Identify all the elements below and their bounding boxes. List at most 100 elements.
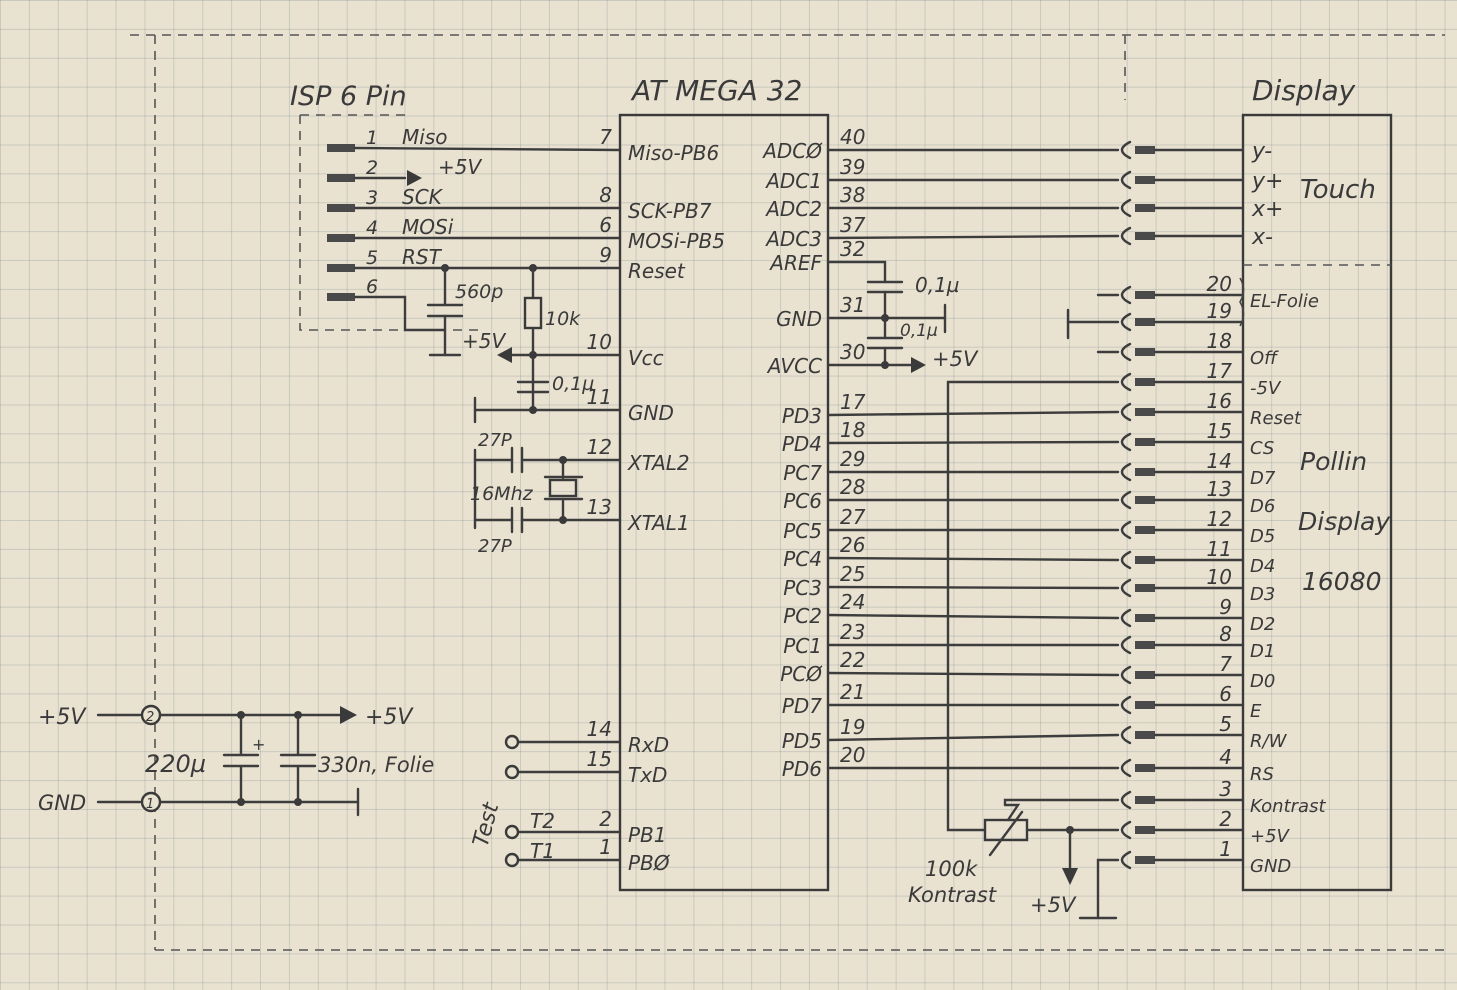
mcu-right-pin-number: 18 <box>840 418 865 442</box>
pot-100k <box>983 818 1029 842</box>
connector-contact <box>1120 550 1132 570</box>
mcu-right-pin-number: 39 <box>840 155 865 179</box>
isp-pin-3 <box>327 204 355 212</box>
test-point-txd <box>504 764 520 780</box>
connector-contact <box>1120 226 1132 246</box>
display-pin-number: 13 <box>1207 477 1232 501</box>
mcu-left-pin-number: 12 <box>587 435 612 459</box>
c-reset-label: 560p <box>455 281 503 303</box>
supply-arrow-icon <box>407 170 422 186</box>
connector-pin <box>1135 556 1155 564</box>
elko-plus-mark: + <box>252 735 265 754</box>
mcu-left-pin-number: 10 <box>587 330 612 354</box>
mcu-left-pin-number: 15 <box>587 747 612 771</box>
isp-pin-number: 2 <box>366 157 378 179</box>
display-pin-label: D2 <box>1250 614 1275 635</box>
connector-pin <box>1135 826 1155 834</box>
mcu-right-pin-label: PC4 <box>783 547 822 571</box>
mcu-right-pin-number: 19 <box>840 715 865 739</box>
mcu-right-pin-number: 31 <box>840 293 865 317</box>
touch-pin-label: y- <box>1251 139 1272 164</box>
atmega32-chip: AT MEGA 32 7Miso-PB68SCK-PB76MOSi-PB59Re… <box>516 74 866 892</box>
display-pin-number: 2 <box>1219 807 1232 831</box>
signal-wire <box>826 733 1120 742</box>
mcu-right-pin-label: AREF <box>768 251 822 275</box>
display-pin-label: RS <box>1250 764 1274 785</box>
isp-pin-number: 1 <box>366 127 378 149</box>
mcu-left-pins: 7Miso-PB68SCK-PB76MOSi-PB59Reset10Vcc11G… <box>516 125 725 875</box>
mcu-right-pin-label: PD7 <box>782 694 822 718</box>
display-pin-label: R/W <box>1250 731 1288 752</box>
mcu-left-pin-label: MOSi-PB5 <box>628 229 725 253</box>
junction-dot <box>529 351 537 359</box>
isp-pin-5 <box>327 264 355 272</box>
c-xtal-top-label: 27P <box>478 430 512 451</box>
display-pin-number: 16 <box>1207 389 1232 413</box>
mcu-right-pin-number: 40 <box>840 125 865 149</box>
mcu-right-pin-label: PCØ <box>780 662 823 686</box>
connector-contact <box>1120 520 1132 540</box>
mcu-left-pin-label: Vcc <box>628 346 664 370</box>
display-pin-number: 17 <box>1207 359 1233 383</box>
mcu-right-pin-number: 37 <box>840 213 866 237</box>
mcu-title: AT MEGA 32 <box>630 74 802 107</box>
mcu-right-pin-number: 24 <box>840 590 865 614</box>
display-pin-number: 20 <box>1207 272 1232 296</box>
connector-pin <box>1135 526 1155 534</box>
connector-contact <box>1120 820 1132 840</box>
isp-pin-2 <box>327 174 355 182</box>
mcu-right-pin-label: PC2 <box>783 604 822 628</box>
connector-pin <box>1135 641 1155 649</box>
connector-pin <box>1135 796 1155 804</box>
touch-pin-label: x- <box>1251 225 1273 250</box>
mcu-left-pin-label: Reset <box>628 259 686 283</box>
connector-contact <box>1120 725 1132 745</box>
isp-pin-label: SCK <box>402 185 444 209</box>
display-title: Display <box>1252 74 1356 107</box>
isp-pin-4 <box>327 234 355 242</box>
display-pin-number: 14 <box>1207 449 1232 473</box>
mcu-right-pin-number: 32 <box>840 237 865 261</box>
display-pins: 20EL-Folie1918Off17-5V16Reset15CS14D713D… <box>1207 272 1327 877</box>
connector-pin <box>1135 468 1155 476</box>
display-pin-number: 18 <box>1207 329 1232 353</box>
pot-name-label: Kontrast <box>908 883 997 907</box>
mcu-left-pin-label: PB1 <box>628 823 667 847</box>
mcu-right-pin-label: PD6 <box>782 757 822 781</box>
connector-contact <box>1120 608 1132 628</box>
mcu-right-pin-number: 30 <box>840 340 865 364</box>
display-pin-number: 19 <box>1207 299 1232 323</box>
mcu-left-pin-number: 7 <box>599 125 612 149</box>
display-pin-label: D7 <box>1250 468 1276 489</box>
r-reset-label: 10k <box>545 308 581 330</box>
connector-pin <box>1135 378 1155 386</box>
c-folie-label: 330n, Folie <box>318 753 434 777</box>
mcu-right-pin-label: PD4 <box>782 432 822 456</box>
connector-pin <box>1135 318 1155 326</box>
frame-border <box>130 34 1445 951</box>
connector-contact <box>1120 432 1132 452</box>
connector-pin <box>1135 496 1155 504</box>
mcu-left-pin-label: RxD <box>628 733 669 757</box>
power-input: +5V GND 2 1 +5V + 220µ 330n, Folie <box>38 704 434 817</box>
pot-supply-label: +5V <box>1030 893 1077 917</box>
aref-avcc-circuit: 0,1µ 0,1µ +5V <box>826 260 979 373</box>
display-pin-number: 10 <box>1207 565 1232 589</box>
isp-pin-label: +5V <box>438 155 482 179</box>
connector-pin <box>1135 291 1155 299</box>
isp-pin-number: 5 <box>366 247 378 269</box>
mcu-left-pin-number: 2 <box>599 807 612 831</box>
display-pin-label: D4 <box>1250 556 1275 577</box>
isp-title: ISP 6 Pin <box>290 81 407 112</box>
connector-contact <box>1120 635 1132 655</box>
connector-pin <box>1135 856 1155 864</box>
power-in-gnd-label: GND <box>38 791 86 815</box>
display-pin-label: -5V <box>1250 378 1282 399</box>
connector-contact <box>1120 342 1132 362</box>
display-pin-number: 9 <box>1219 595 1232 619</box>
display-pin-label: Reset <box>1250 408 1302 429</box>
display-pin-number: 7 <box>1219 652 1232 676</box>
display-name-line-1: Pollin <box>1300 447 1367 476</box>
supply-arrow-icon <box>1062 868 1078 885</box>
